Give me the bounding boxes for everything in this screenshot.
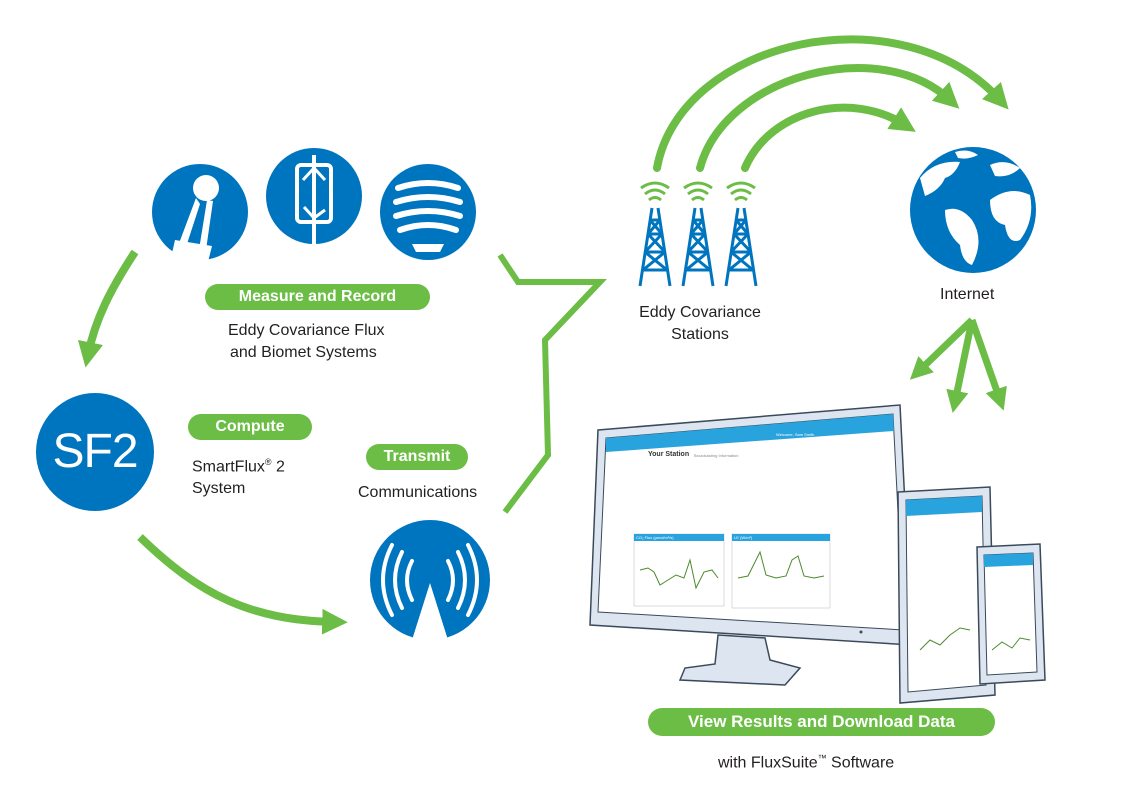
arrow-station-3-to-internet [741,103,916,172]
measure-caption-line1: Eddy Covariance Flux [228,322,385,339]
monitor-chart-le [731,533,831,609]
compute-caption: SmartFlux® 2 System [192,451,285,500]
transmit-label: Transmit [366,444,468,470]
arrow-measure-to-compute [77,249,139,368]
chart1-title: CO₂ Flux (µmol/m²/s) [636,535,674,540]
stations-caption: Eddy Covariance Stations [625,302,775,346]
arrow-internet-to-phone [968,318,1007,411]
dashboard-welcome: Welcome, Sam Smith [776,432,815,437]
link-transmit-to-stations [497,253,607,514]
arrow-internet-to-monitor [909,317,975,380]
sf2-badge-text: SF2 [52,425,138,478]
dashboard-subtitle: Broadcasting Information [694,453,739,458]
tower-icon [724,181,758,287]
chart2-title: LE (W/m²) [734,535,753,540]
measure-and-record-label: Measure and Record [205,284,430,310]
compute-label: Compute [188,414,312,440]
measure-caption: Eddy Covariance Flux and Biomet Systems [228,320,428,364]
view-results-label: View Results and Download Data [648,708,995,736]
phone-device [976,543,1046,685]
transmit-caption: Communications [358,484,478,501]
globe-icon [910,147,1036,273]
stations-caption-line1: Eddy Covariance [639,304,761,321]
compute-caption-line1: SmartFlux® 2 [192,457,285,476]
tower-icon [681,181,715,287]
anemometer-icon [266,148,362,245]
arrow-compute-to-transmit [137,534,348,635]
tablet-chart-line [919,627,971,651]
arrow-internet-to-tablet [946,319,976,413]
phone-chart-line [991,637,1031,651]
temperature-sensor-icon [152,164,248,262]
tower-icon [638,181,672,287]
sf2-badge: SF2 [36,393,154,511]
arrow-station-1-to-internet [653,35,1009,172]
stations-caption-line2: Stations [671,326,729,343]
measure-caption-line2: and Biomet Systems [230,344,377,361]
antenna-icon [370,520,490,640]
dashboard-title: Your Station [648,451,690,458]
arrow-station-2-to-internet [696,64,960,172]
monitor-chart-co2 [633,533,725,607]
compute-caption-line2: System [192,480,246,498]
tablet-device [897,486,996,704]
radiation-shield-icon [380,164,476,260]
view-caption: with FluxSuite™ Software [718,753,895,772]
internet-caption: Internet [940,286,995,303]
